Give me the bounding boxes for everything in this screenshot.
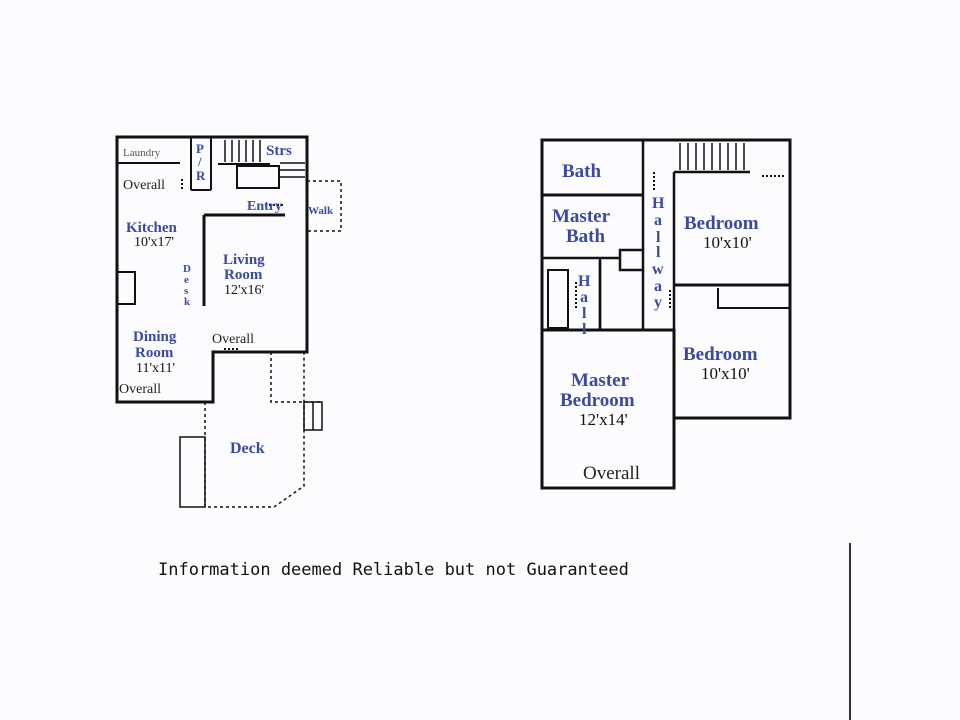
hall-label-a: a: [580, 289, 588, 306]
master-bedroom-label-2: Bedroom: [560, 390, 635, 411]
bedroom-1-label: Bedroom: [684, 213, 759, 234]
pr-label-slash: /: [197, 154, 202, 169]
hallway-label-a2: a: [654, 278, 662, 295]
living-room-label-1: Living: [223, 252, 265, 268]
desk-label-s: s: [184, 285, 189, 297]
living-room-label-2: Room: [224, 267, 263, 283]
kitchen-label: Kitchen: [126, 220, 177, 236]
dining-overall-label: Overall: [119, 382, 161, 397]
dining-room-dimensions: 11'x11': [136, 361, 175, 376]
hallway-label-l2: l: [656, 244, 661, 261]
laundry-label: Laundry: [123, 147, 161, 159]
living-room-dimensions: 12'x16': [224, 283, 264, 298]
dining-room-label-1: Dining: [133, 329, 177, 345]
master-bath-label-2: Bath: [566, 226, 606, 247]
pr-label-r: R: [196, 168, 206, 183]
disclaimer-text: Information deemed Reliable but not Guar…: [158, 560, 629, 580]
hallway-label-l1: l: [656, 229, 661, 246]
living-overall-label: Overall: [212, 332, 254, 347]
hall-label-h: H: [578, 273, 591, 290]
entry-label: Entry: [247, 199, 282, 214]
master-bedroom-label-1: Master: [571, 370, 630, 391]
master-bedroom-dimensions: 12'x14': [579, 410, 628, 429]
bedroom-2-dimensions: 10'x10': [701, 364, 750, 383]
laundry-overall-label: Overall: [123, 178, 165, 193]
bath-label: Bath: [562, 161, 602, 182]
edge-divider-line: [849, 543, 851, 720]
kitchen-dimensions: 10'x17': [134, 235, 174, 250]
pr-label-p: P: [196, 141, 204, 156]
deck-label: Deck: [230, 440, 265, 457]
second-floor-plan: [540, 138, 792, 490]
master-bedroom-overall-label: Overall: [583, 463, 640, 484]
bedroom-1-dimensions: 10'x10': [703, 233, 752, 252]
master-bath-label-1: Master: [552, 206, 611, 227]
hallway-label-a1: a: [654, 212, 662, 229]
dining-room-label-2: Room: [135, 345, 174, 361]
desk-label-d: D: [183, 263, 191, 275]
walk-label: Walk: [308, 205, 334, 217]
stairs-label: Strs: [266, 143, 292, 159]
bedroom-2-label: Bedroom: [683, 344, 758, 365]
hallway-label-w: w: [652, 261, 664, 278]
desk-label-e: e: [184, 274, 189, 286]
desk-label-k: k: [184, 296, 191, 308]
hall-label-l2: l: [582, 321, 587, 338]
first-floor-plan: [115, 135, 342, 508]
hall-label-l1: l: [582, 305, 587, 322]
hallway-label-h: H: [652, 195, 665, 212]
hallway-label-y: y: [654, 294, 662, 311]
